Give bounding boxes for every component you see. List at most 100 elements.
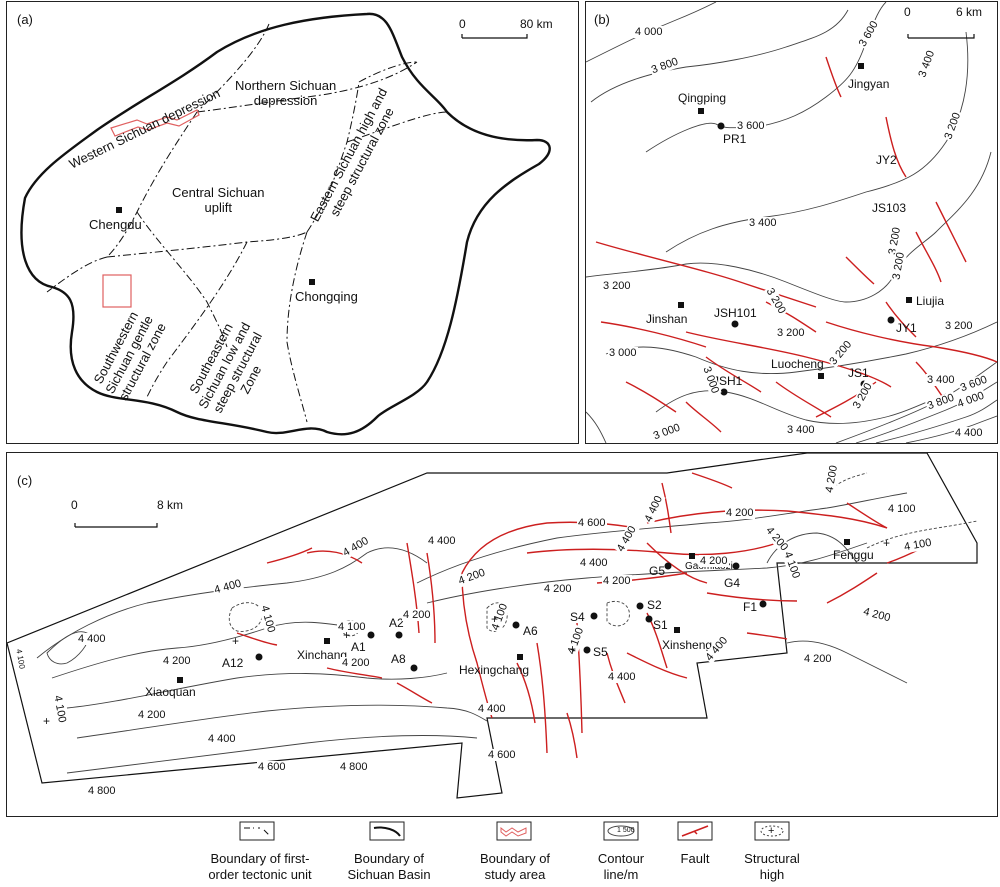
contour-c-4200e: 4 200 <box>803 653 833 665</box>
panel-a-drawing <box>20 12 551 436</box>
structural-high-plus-6: + <box>43 714 51 728</box>
scale-end-c: 8 km <box>157 498 184 512</box>
legend-contour-label: Contour line/m <box>597 851 645 882</box>
place-jingyan: Jingyan <box>848 77 890 91</box>
f1-well <box>759 600 767 608</box>
legend-contour-sample: 1 500 <box>617 827 635 834</box>
contour-c-4200i: 4 200 <box>602 575 632 587</box>
panel-a-tectonic-map: (a) 0 80 km Northern Sichuan depression … <box>6 1 579 444</box>
contour-c-4200m: 4 200 <box>402 609 432 621</box>
contour-4000-b1: 4 000 <box>634 26 664 38</box>
well-a6-label: A6 <box>523 624 538 638</box>
contour-3400-b3: 3 400 <box>926 374 956 386</box>
contour-c-4600c: 4 600 <box>487 749 517 761</box>
scale-zero-a: 0 <box>459 17 466 31</box>
s5-well <box>583 646 591 654</box>
contour-c-4200k: 4 200 <box>162 655 192 667</box>
city-chongqing: Chongqing <box>295 289 358 304</box>
contour-c-4600a: 4 600 <box>577 517 607 529</box>
structural-high-plus-4: + <box>569 642 577 656</box>
liujia-marker <box>906 297 912 303</box>
luocheng-marker <box>818 373 824 379</box>
contour-c-4400g: 4 400 <box>77 633 107 645</box>
tectonic-boundaries <box>46 23 448 423</box>
well-jsh101-label: JSH101 <box>714 306 757 320</box>
place-liujia: Liujia <box>916 294 945 308</box>
well-g5-label: G5 <box>649 564 666 578</box>
legend-symbols <box>239 821 790 841</box>
panel-c-tag: (c) <box>17 473 33 488</box>
panel-b-tag: (b) <box>594 12 610 27</box>
well-a12-label: A12 <box>222 656 244 670</box>
a8-well <box>410 664 418 672</box>
s4-well <box>590 612 598 620</box>
panel-b-contour-map: (b) 0 6 km Jingyan Qingping Jinshan Liuj… <box>585 1 998 444</box>
contour-lines-c <box>36 472 978 774</box>
contour-c-4400f: 4 400 <box>579 557 609 569</box>
g4-well <box>732 562 740 570</box>
contour-c-4200f: 4 200 <box>699 555 729 567</box>
place-fenggu: Fenggu <box>833 548 874 562</box>
well-jy2-label: JY2 <box>876 153 897 167</box>
well-s2-label: S2 <box>647 598 662 612</box>
sichuan-basin-boundary <box>20 12 551 436</box>
contour-3400-b2: 3 400 <box>748 217 778 229</box>
contour-c-4400c: 4 400 <box>427 535 457 547</box>
place-jinshan: Jinshan <box>646 312 688 326</box>
region-central-sichuan: Central Sichuan uplift <box>172 185 265 215</box>
contour-c-4800a: 4 800 <box>339 761 369 773</box>
place-xiaoquan: Xiaoquan <box>145 685 196 699</box>
contour-c-4400h: 4 400 <box>607 671 637 683</box>
legend-structural-high-sample: + <box>768 825 775 837</box>
contour-c-4100g: 4 100 <box>337 621 367 633</box>
scale-bar-b <box>907 34 975 39</box>
well-a2-label: A2 <box>389 616 404 630</box>
faults-c <box>236 472 923 759</box>
jinshan-marker <box>678 302 684 308</box>
s2-well <box>636 602 644 610</box>
contour-c-4200g: 4 200 <box>543 583 573 595</box>
well-s5-label: S5 <box>593 645 608 659</box>
place-qingping: Qingping <box>678 91 727 105</box>
pr1-well <box>717 122 725 130</box>
contour-c-4200l: 4 200 <box>137 709 167 721</box>
study-area-southwestern <box>102 274 132 308</box>
structural-high-plus-3: + <box>491 612 499 626</box>
legend-fault-label: Fault <box>680 851 710 866</box>
g5-well <box>664 562 672 570</box>
scale-bar-c <box>74 523 158 528</box>
s1-well <box>645 615 653 623</box>
hexingchang-marker <box>517 654 523 660</box>
chengdu-marker <box>116 207 122 213</box>
scale-zero-c: 0 <box>71 498 78 512</box>
well-f1-label: F1 <box>743 600 758 614</box>
a2-well <box>395 631 403 639</box>
legend-structural-high-label: Structural high <box>744 851 800 882</box>
region-northern-sichuan: Northern Sichuan depression <box>235 78 337 108</box>
xinsheng-marker <box>674 627 680 633</box>
a6-well <box>512 621 520 629</box>
contour-c-4800b: 4 800 <box>87 785 117 797</box>
legend-tectonic-unit-label: Boundary of first- order tectonic unit <box>208 851 312 882</box>
scale-zero-b: 0 <box>904 5 911 19</box>
jsh1-well <box>720 388 728 396</box>
contour-c-4400k: 4 400 <box>477 703 507 715</box>
contour-3000-b1: 3 000 <box>608 347 638 359</box>
legend-basin-boundary-label: Boundary of Sichuan Basin <box>347 851 431 882</box>
structural-high-plus-5: + <box>883 536 891 550</box>
panel-c-contour-map: (c) 0 8 km Xiaoquan Xinchang Hexingchang… <box>6 452 998 817</box>
well-s4-label: S4 <box>570 610 585 624</box>
structural-high-plus-1: + <box>232 634 240 648</box>
xinchang-marker <box>324 638 330 644</box>
place-luocheng: Luocheng <box>771 357 824 371</box>
qingping-marker <box>698 108 704 114</box>
well-a8-label: A8 <box>391 652 406 666</box>
scale-bar-a <box>461 34 528 39</box>
panel-c-drawing <box>7 453 978 799</box>
gaomiaozi-marker <box>689 553 695 559</box>
place-xinsheng: Xinsheng <box>662 638 713 652</box>
jingyan-marker <box>858 63 864 69</box>
scale-end-a: 80 km <box>520 17 553 31</box>
study-area-western <box>110 109 200 137</box>
a1-well <box>367 631 375 639</box>
